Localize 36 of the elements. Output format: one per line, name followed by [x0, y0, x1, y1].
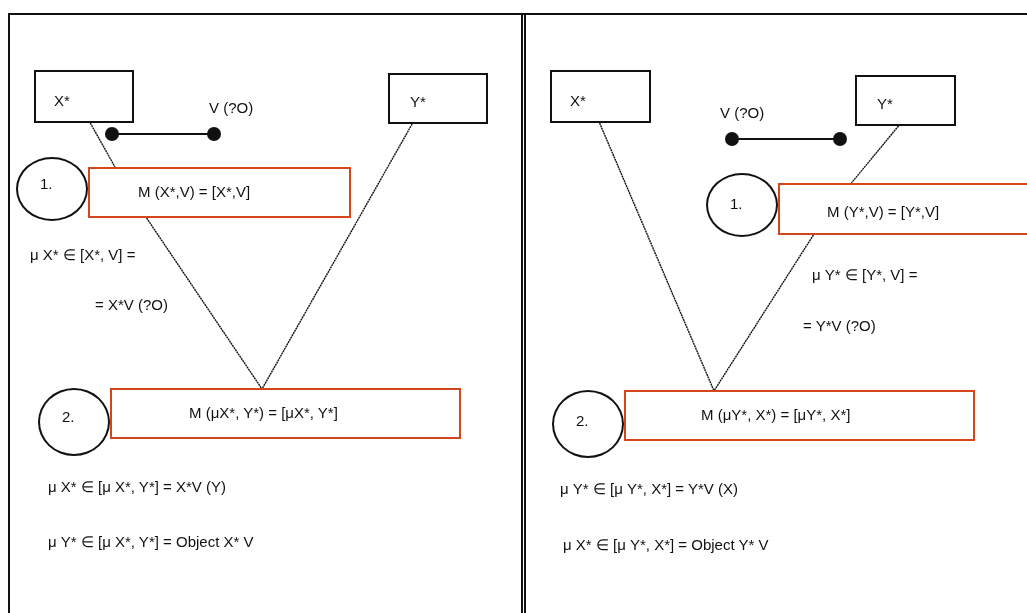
formula-text: μ Y* ∈ [μ X*, Y*] = Object X* V: [48, 533, 254, 551]
node-label: X*: [570, 92, 586, 109]
formula-text: μ Y* ∈ [μ Y*, X*] = Y*V (X): [560, 480, 738, 498]
node-label: M (X*,V) = [X*,V]: [138, 183, 251, 200]
node-box: [34, 70, 134, 123]
formula-text: V (?O): [209, 99, 254, 116]
step-number: 2.: [576, 412, 589, 429]
node-label: M (μY*, X*) = [μY*, X*]: [701, 406, 851, 423]
connector-line: [713, 234, 815, 391]
formula-text: = X*V (?O): [95, 296, 168, 313]
node-label: M (μX*, Y*) = [μX*, Y*]: [189, 404, 338, 421]
connector-line: [145, 217, 262, 389]
formula-text: μ Y* ∈ [Y*, V] =: [812, 266, 918, 284]
process-box: [88, 167, 351, 218]
process-box: [624, 390, 975, 441]
process-box: [110, 388, 461, 439]
formula-text: μ X* ∈ [μ Y*, X*] = Object Y* V: [563, 536, 769, 554]
step-number: 1.: [40, 175, 53, 192]
formula-text: μ X* ∈ [μ X*, Y*] = X*V (Y): [48, 478, 226, 496]
node-box: [855, 75, 956, 126]
connector-line: [261, 123, 413, 389]
node-box: [550, 70, 651, 123]
node-label: M (Y*,V) = [Y*,V]: [827, 203, 940, 220]
node-box: [388, 73, 488, 124]
node-label: Y*: [410, 93, 426, 110]
connector-line: [598, 122, 715, 391]
process-box: [778, 183, 1027, 235]
formula-text: V (?O): [720, 104, 765, 121]
connector-line: [89, 122, 116, 168]
step-number: 2.: [62, 408, 75, 425]
step-number: 1.: [730, 195, 743, 212]
formula-text: = Y*V (?O): [803, 317, 876, 334]
formula-text: μ X* ∈ [X*, V] =: [30, 246, 136, 264]
connector-line: [850, 125, 900, 184]
node-label: X*: [54, 92, 70, 109]
node-label: Y*: [877, 95, 893, 112]
